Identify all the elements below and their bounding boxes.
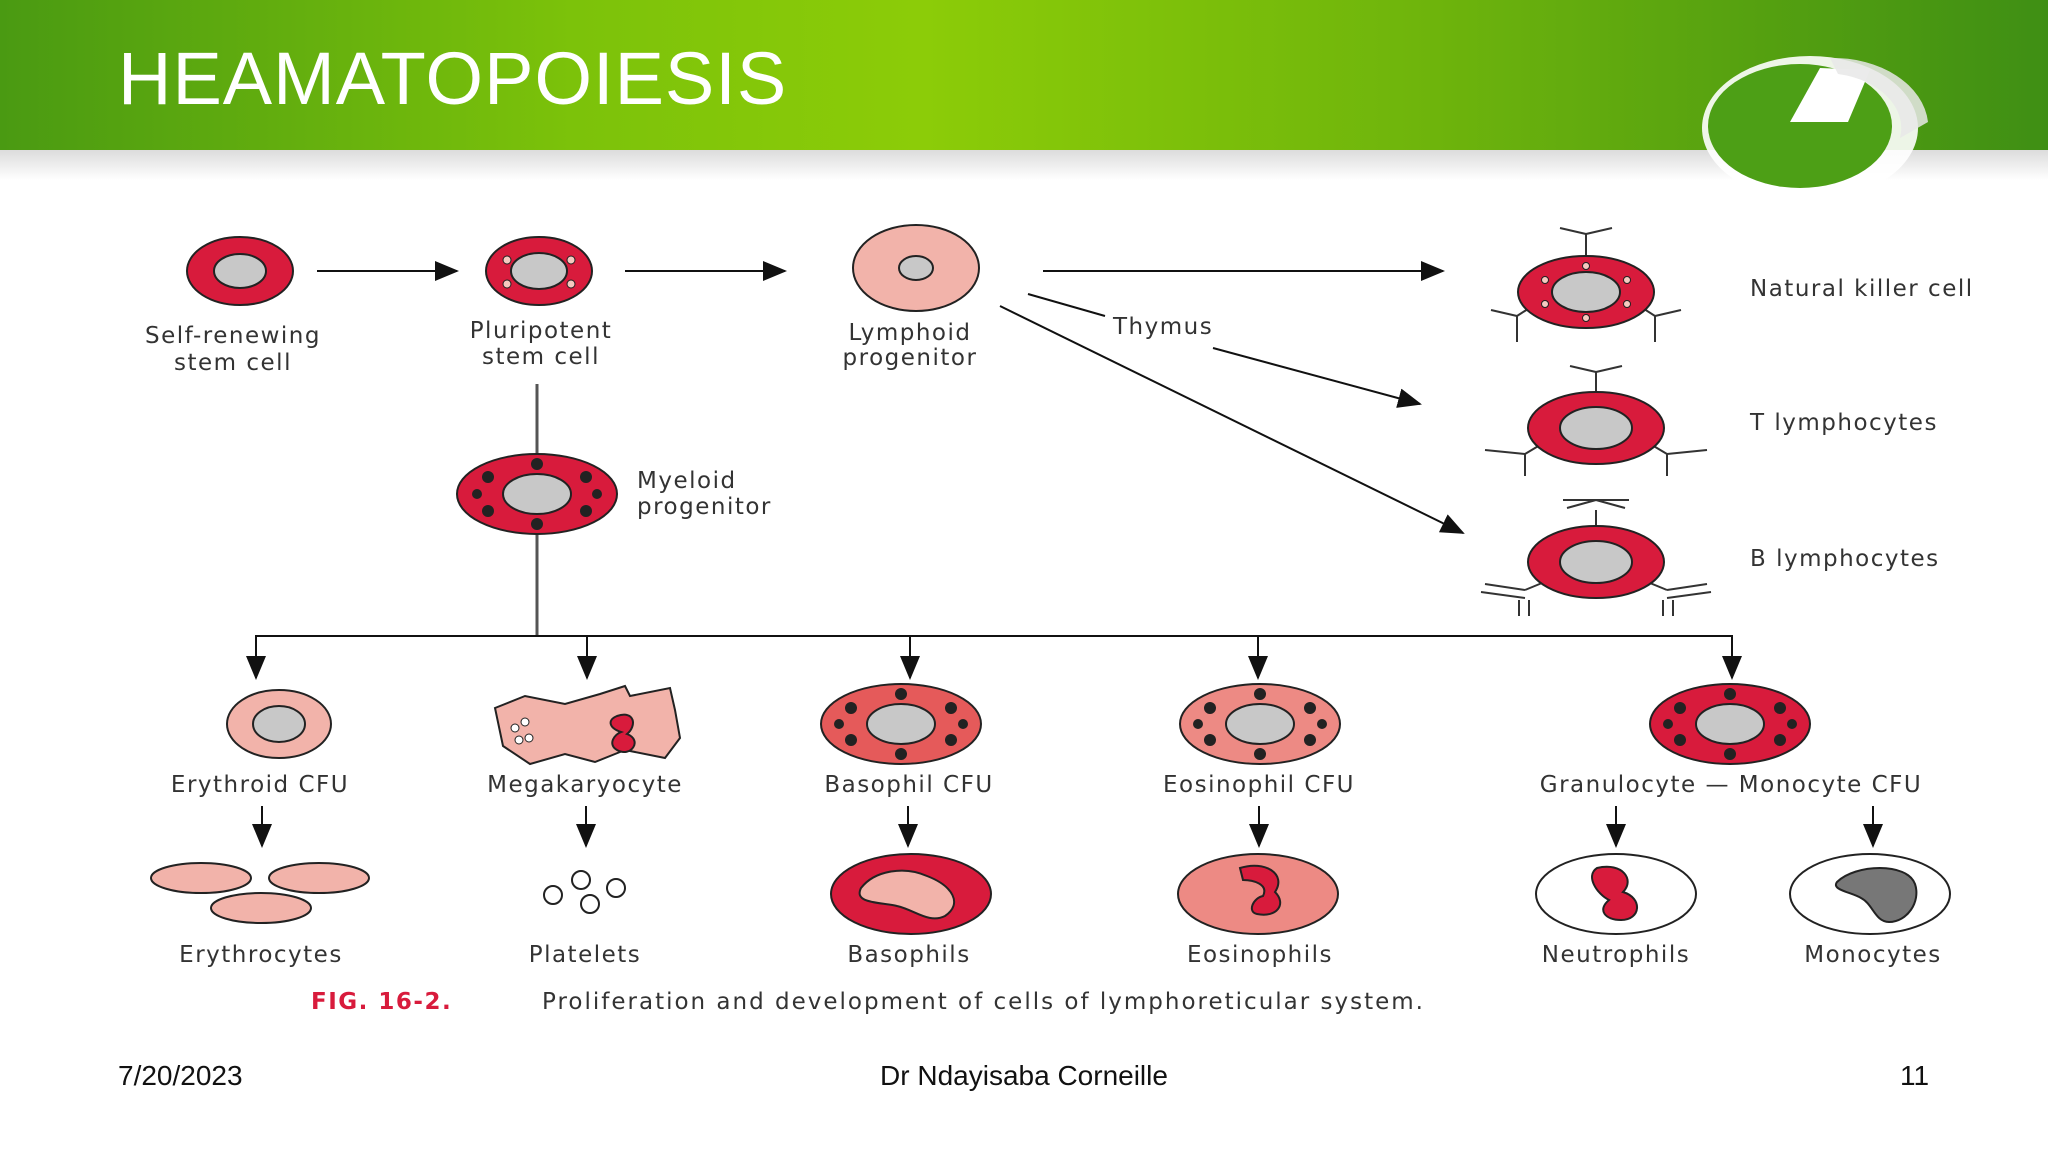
eosinophil-cfu-label: Eosinophil CFU [1163, 772, 1355, 798]
basophil-cfu-label: Basophil CFU [824, 772, 993, 798]
eosinophil-cfu-cell [1179, 683, 1341, 765]
basophil-cfu-cell [820, 683, 982, 765]
eosinophils-label: Eosinophils [1187, 942, 1333, 968]
logo-icon [1702, 56, 1928, 200]
pluripotent-label-2: stem cell [482, 344, 600, 370]
lymphoid-label-2: progenitor [843, 345, 978, 371]
megakaryocyte-cell [493, 684, 682, 766]
nk-cell-label: Natural killer cell [1750, 276, 1974, 302]
t-lymphocyte-cell [1484, 365, 1708, 476]
erythrocytes-label: Erythrocytes [179, 942, 343, 968]
lymphoid-label-1: Lymphoid [849, 320, 972, 346]
t-lymphocytes-label: T lymphocytes [1749, 410, 1938, 436]
eosinophil-cell [1177, 853, 1339, 935]
monocyte-cell [1789, 853, 1951, 935]
figure-number: FIG. 16-2. [311, 989, 452, 1015]
neutrophils-label: Neutrophils [1542, 942, 1690, 968]
self-renewing-label-2: stem cell [174, 350, 292, 376]
b-lymphocytes-label: B lymphocytes [1750, 546, 1940, 572]
b-lymphocyte-cell [1480, 499, 1712, 616]
erythroid-cfu-cell [226, 689, 332, 759]
platelets-cells [543, 870, 626, 914]
basophil-cell [830, 853, 992, 935]
monocytes-label: Monocytes [1804, 942, 1941, 968]
self-renewing-label-1: Self-renewing [145, 323, 321, 349]
granulocyte-monocyte-cfu-cell [1649, 683, 1811, 765]
erythroid-cfu-label: Erythroid CFU [171, 772, 349, 798]
basophils-label: Basophils [847, 942, 970, 968]
platelets-label: Platelets [529, 942, 642, 968]
footer-date: 7/20/2023 [118, 1060, 243, 1091]
footer-author: Dr Ndayisaba Corneille [880, 1060, 1168, 1091]
neutrophil-cell [1535, 853, 1697, 935]
erythrocytes-cells [150, 862, 370, 924]
myeloid-label-1: Myeloid [637, 468, 737, 494]
myeloid-label-2: progenitor [637, 494, 772, 520]
myeloid-progenitor-cell [456, 453, 618, 535]
gm-cfu-label: Granulocyte — Monocyte CFU [1540, 772, 1922, 798]
natural-killer-cell [1490, 227, 1682, 342]
footer-page-number: 11 [1900, 1060, 1930, 1091]
hematopoiesis-diagram: Self-renewing stem cell Pluripotent stem… [25, 198, 2048, 1018]
pluripotent-stem-cell [485, 236, 593, 306]
pluripotent-label-1: Pluripotent [470, 318, 613, 344]
figure-caption: Proliferation and development of cells o… [542, 989, 1425, 1015]
self-renewing-stem-cell [186, 236, 294, 306]
megakaryocyte-label: Megakaryocyte [487, 772, 683, 798]
thymus-label: Thymus [1112, 314, 1213, 340]
title-bar-shadow [0, 150, 2048, 180]
slide-title: HEAMATOPOIESIS [118, 37, 788, 120]
lymphoid-progenitor-cell [852, 224, 980, 312]
